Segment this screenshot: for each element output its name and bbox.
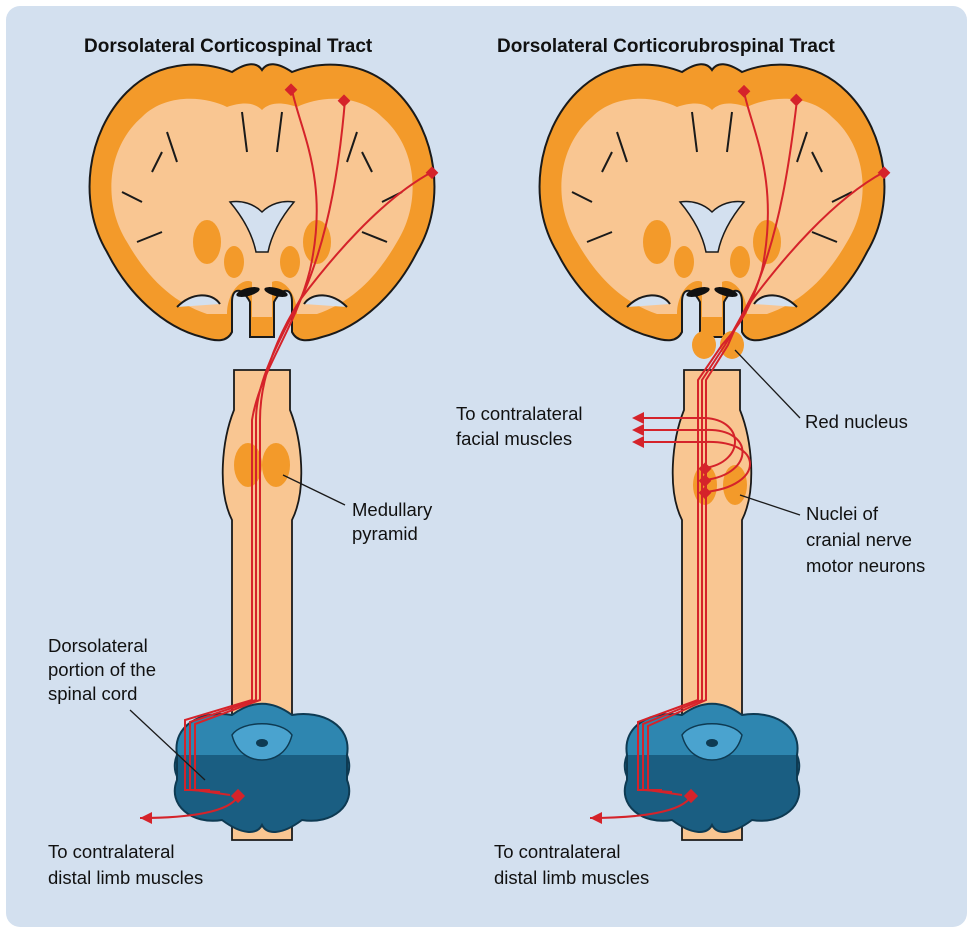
right-spinal-cord [625,704,799,832]
label-left-distal-2: distal limb muscles [48,867,203,888]
facial-arrow-1 [632,412,644,424]
label-left-distal-1: To contralateral [48,841,174,862]
label-facial-2: facial muscles [456,428,572,449]
label-red-nucleus: Red nucleus [805,411,908,432]
label-right-distal-2: distal limb muscles [494,867,649,888]
right-output-arrow [590,812,602,824]
label-dorsolateral-3: spinal cord [48,683,137,704]
label-medullary-pyramid-2: pyramid [352,523,418,544]
facial-arrow-3 [632,436,644,448]
left-spinal-cord [175,704,349,832]
label-dorsolateral-1: Dorsolateral [48,635,148,656]
right-brain [540,64,885,340]
label-dorsolateral-2: portion of the [48,659,156,680]
facial-arrow-2 [632,424,644,436]
label-cranial-nuclei-1: Nuclei of [806,503,879,524]
right-title: Dorsolateral Corticorubrospinal Tract [497,36,836,57]
label-cranial-nuclei-2: cranial nerve [806,529,912,550]
left-brain [90,64,435,340]
left-title: Dorsolateral Corticospinal Tract [84,36,373,57]
label-facial-1: To contralateral [456,403,582,424]
label-right-distal-1: To contralateral [494,841,620,862]
left-medullary-pyramid [234,443,262,487]
label-cranial-nuclei-3: motor neurons [806,555,925,576]
left-output-arrow [140,812,152,824]
red-nucleus [692,331,716,359]
label-medullary-pyramid-1: Medullary [352,499,433,520]
